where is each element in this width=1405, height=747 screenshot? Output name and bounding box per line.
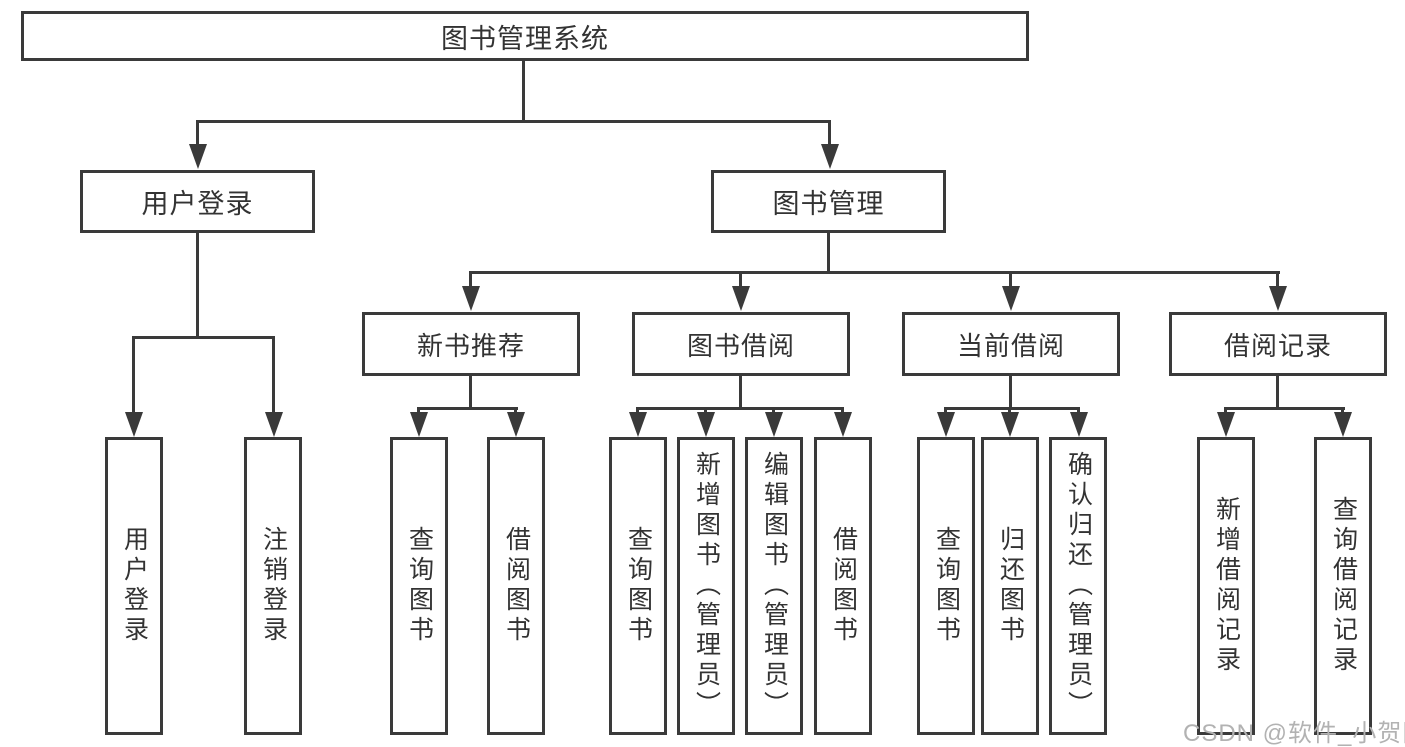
- arrowhead-down-icon: [937, 412, 955, 437]
- arrowhead-down-icon: [265, 412, 283, 437]
- arrowhead-down-icon: [462, 286, 480, 311]
- leaf-label: 查询图书: [932, 526, 961, 646]
- connector-line-v: [196, 120, 199, 147]
- leaf-label: 用户登录: [120, 526, 149, 646]
- arrowhead-down-icon: [629, 412, 647, 437]
- connector-line-h: [944, 407, 1080, 410]
- leaf-label: 查询图书: [405, 526, 434, 646]
- node-new-book-recommend: 新书推荐: [362, 312, 580, 376]
- arrowhead-down-icon: [507, 412, 525, 437]
- arrowhead-down-icon: [732, 286, 750, 311]
- connector-line-v: [1276, 376, 1279, 410]
- node-confirm-return-admin: 确认归还（管理员）: [1049, 437, 1107, 735]
- node-library-management-system: 图书管理系统: [21, 11, 1029, 61]
- node-borrow-record: 借阅记录: [1169, 312, 1387, 376]
- connector-line-v: [827, 233, 830, 274]
- connector-line-h: [417, 407, 518, 410]
- connector-line-v: [739, 271, 742, 289]
- leaf-label: 查询借阅记录: [1329, 496, 1358, 676]
- connector-line-v: [272, 336, 275, 414]
- connector-line-h: [196, 120, 831, 123]
- arrowhead-down-icon: [1002, 286, 1020, 311]
- leaf-label: 归还图书: [996, 526, 1025, 646]
- leaf-label: 新增借阅记录: [1212, 496, 1241, 676]
- arrowhead-down-icon: [189, 144, 207, 169]
- node-current-borrow: 当前借阅: [902, 312, 1120, 376]
- node-edit-book-admin: 编辑图书（管理员）: [745, 437, 803, 735]
- arrowhead-down-icon: [834, 412, 852, 437]
- node-newrec-borrow-book: 借阅图书: [487, 437, 545, 735]
- connector-line-v: [522, 61, 525, 121]
- arrowhead-down-icon: [1269, 286, 1287, 311]
- arrowhead-down-icon: [697, 412, 715, 437]
- node-user-login-action: 用户登录: [105, 437, 163, 735]
- connector-line-v: [1009, 271, 1012, 289]
- node-add-borrow-record: 新增借阅记录: [1197, 437, 1255, 735]
- connector-line-h: [469, 271, 1280, 274]
- connector-line-v: [828, 120, 831, 147]
- connector-line-v: [1276, 271, 1279, 289]
- connector-line-v: [469, 376, 472, 410]
- node-user-login-branch: 用户登录: [80, 170, 315, 233]
- connector-line-v: [469, 271, 472, 289]
- leaf-label: 编辑图书（管理员）: [760, 451, 789, 721]
- connector-line-h: [1224, 407, 1345, 410]
- node-add-book-admin: 新增图书（管理员）: [677, 437, 735, 735]
- arrowhead-down-icon: [765, 412, 783, 437]
- leaf-label: 借阅图书: [829, 526, 858, 646]
- connector-line-v: [196, 233, 199, 339]
- node-current-query-book: 查询图书: [917, 437, 975, 735]
- node-query-borrow-record: 查询借阅记录: [1314, 437, 1372, 735]
- connector-line-v: [739, 376, 742, 410]
- connector-line-v: [1009, 376, 1012, 410]
- leaf-label: 新增图书（管理员）: [692, 451, 721, 721]
- csdn-watermark: CSDN @软件_小贺同学: [1183, 720, 1405, 747]
- leaf-label: 注销登录: [259, 526, 288, 646]
- leaf-label: 借阅图书: [502, 526, 531, 646]
- node-logout: 注销登录: [244, 437, 302, 735]
- node-newrec-query-book: 查询图书: [390, 437, 448, 735]
- node-return-book: 归还图书: [981, 437, 1039, 735]
- leaf-label: 查询图书: [624, 526, 653, 646]
- node-borrow-borrow-book: 借阅图书: [814, 437, 872, 735]
- node-book-management-branch: 图书管理: [711, 170, 946, 233]
- connector-line-h: [636, 407, 844, 410]
- arrowhead-down-icon: [1001, 412, 1019, 437]
- arrowhead-down-icon: [125, 412, 143, 437]
- connector-line-v: [132, 336, 135, 414]
- node-borrow-query-book: 查询图书: [609, 437, 667, 735]
- arrowhead-down-icon: [1334, 412, 1352, 437]
- leaf-label: 确认归还（管理员）: [1064, 451, 1093, 721]
- arrowhead-down-icon: [821, 144, 839, 169]
- arrowhead-down-icon: [1217, 412, 1235, 437]
- arrowhead-down-icon: [410, 412, 428, 437]
- arrowhead-down-icon: [1070, 412, 1088, 437]
- node-book-borrow: 图书借阅: [632, 312, 850, 376]
- connector-line-h: [132, 336, 275, 339]
